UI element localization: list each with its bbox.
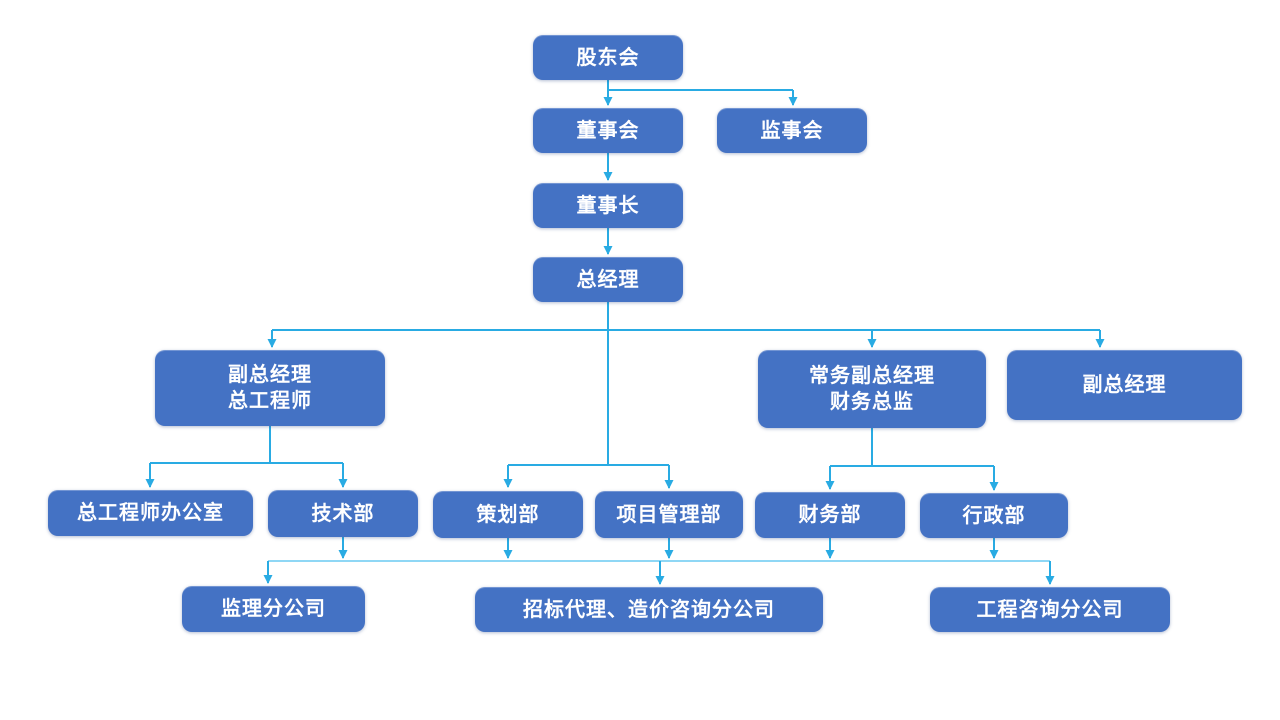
node-deputy-gm: 副总经理	[1007, 350, 1242, 420]
node-planning-dept: 策划部	[433, 491, 583, 538]
node-label-line1: 常务副总经理	[809, 365, 935, 387]
node-label-line2: 财务总监	[830, 391, 914, 413]
node-finance-dept: 财务部	[755, 492, 905, 538]
node-technology-dept: 技术部	[268, 490, 418, 537]
node-label-line2: 总工程师	[228, 390, 312, 412]
node-supervision-branch: 监理分公司	[182, 586, 365, 632]
node-board-of-directors: 董事会	[533, 108, 683, 153]
node-project-mgmt-dept: 项目管理部	[595, 491, 743, 538]
node-chief-engineer-office: 总工程师办公室	[48, 490, 253, 536]
node-admin-dept: 行政部	[920, 493, 1068, 538]
node-engineering-consulting-branch: 工程咨询分公司	[930, 587, 1170, 632]
node-exec-deputy-gm-cfo: 常务副总经理 财务总监	[758, 350, 986, 428]
node-chairman: 董事长	[533, 183, 683, 228]
node-label-line1: 副总经理	[228, 364, 312, 386]
node-bidding-cost-consulting-branch: 招标代理、造价咨询分公司	[475, 587, 823, 632]
node-supervisory-board: 监事会	[717, 108, 867, 153]
node-shareholders-meeting: 股东会	[533, 35, 683, 80]
node-deputy-gm-chief-engineer: 副总经理 总工程师	[155, 350, 385, 426]
node-general-manager: 总经理	[533, 257, 683, 302]
